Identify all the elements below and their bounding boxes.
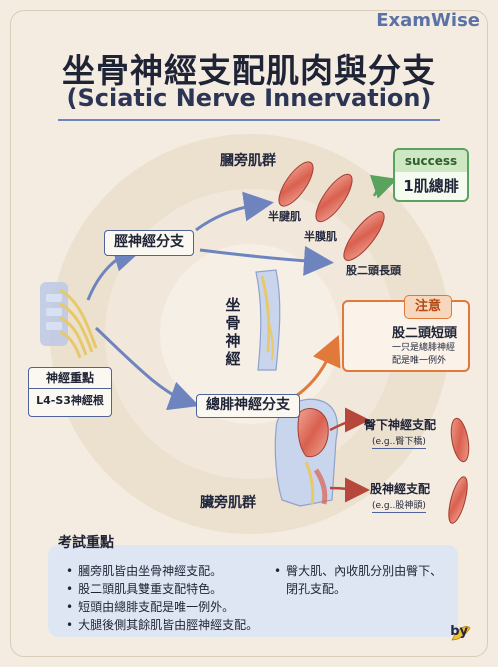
exam-point: 股二頭肌具雙重支配特色。 bbox=[66, 580, 222, 597]
note-tag: 注意 bbox=[404, 295, 452, 319]
nerve-root-header: 神經重點 bbox=[29, 368, 111, 389]
page-subtitle: (Sciatic Nerve Innervation) bbox=[66, 84, 432, 112]
sciatic-innervation-example: (e.g..股神頭) bbox=[372, 498, 426, 513]
title-underline bbox=[58, 119, 440, 121]
success-box: success 1肌總腓 bbox=[393, 148, 469, 202]
hamstring-group-label: 膕旁肌群 bbox=[220, 153, 276, 169]
nerve-root-box: 神經重點 L4-S3神經根 bbox=[28, 367, 112, 417]
inferior-gluteal-title: 臀下神經支配 bbox=[364, 418, 437, 432]
exam-point: 大腿後側其餘肌皆由脛神經支配。 bbox=[66, 616, 258, 633]
exam-point: 短頭由總腓支配是唯一例外。 bbox=[66, 598, 234, 615]
nerve-root-value: L4-S3神經根 bbox=[36, 394, 104, 407]
thigh-muscle-icon bbox=[448, 476, 468, 524]
inferior-gluteal-example: (e.g..臀下橋) bbox=[372, 434, 426, 449]
semitendinosus-muscle-icon bbox=[278, 161, 314, 207]
success-body: 1肌總腓 bbox=[403, 177, 459, 195]
page-frame bbox=[10, 10, 488, 657]
success-header: success bbox=[395, 150, 467, 172]
exam-point-continued: 閉孔支配。 bbox=[286, 582, 347, 596]
semimembranosus-muscle-icon bbox=[315, 173, 353, 223]
banana-icon bbox=[451, 626, 471, 641]
gluteal-group-label: 臟旁肌群 bbox=[200, 495, 256, 511]
sacral-plexus-icon bbox=[40, 282, 98, 359]
tibial-branch-box: 脛神經分支 bbox=[104, 230, 194, 256]
gluteal-region-illustration bbox=[274, 398, 339, 507]
note-line-2: 配是唯一例外 bbox=[392, 356, 447, 366]
biceps-long-head-muscle-icon bbox=[343, 211, 385, 261]
brand-logo: ExamWise bbox=[376, 10, 480, 31]
leg-nerve-illustration bbox=[255, 269, 281, 371]
common-peroneal-branch-box: 總腓神經分支 bbox=[196, 394, 300, 418]
page-title: 坐骨神經支配肌肉與分支 bbox=[62, 51, 436, 90]
gluteus-maximus-muscle-icon bbox=[450, 417, 470, 463]
signature: by bbox=[450, 624, 468, 639]
note-line-1: 一只是總腓神經 bbox=[392, 343, 456, 353]
exam-point: 臀大肌、內收肌分別由臀下、 bbox=[274, 562, 442, 579]
muscle-label-semimembranosus: 半膜肌 bbox=[304, 230, 337, 243]
exam-point: 膕旁肌皆由坐骨神經支配。 bbox=[66, 562, 222, 579]
sciatic-nerve-label: 坐 骨 神 經 bbox=[225, 296, 241, 368]
sciatic-innervation-title: 股神經支配 bbox=[370, 482, 431, 496]
exam-points-title: 考試重點 bbox=[58, 535, 114, 551]
note-title: 股二頭短頭 bbox=[392, 326, 458, 341]
muscle-label-biceps-long: 股二頭長頭 bbox=[346, 264, 401, 277]
muscle-label-semitendinosus: 半腱肌 bbox=[268, 210, 301, 223]
